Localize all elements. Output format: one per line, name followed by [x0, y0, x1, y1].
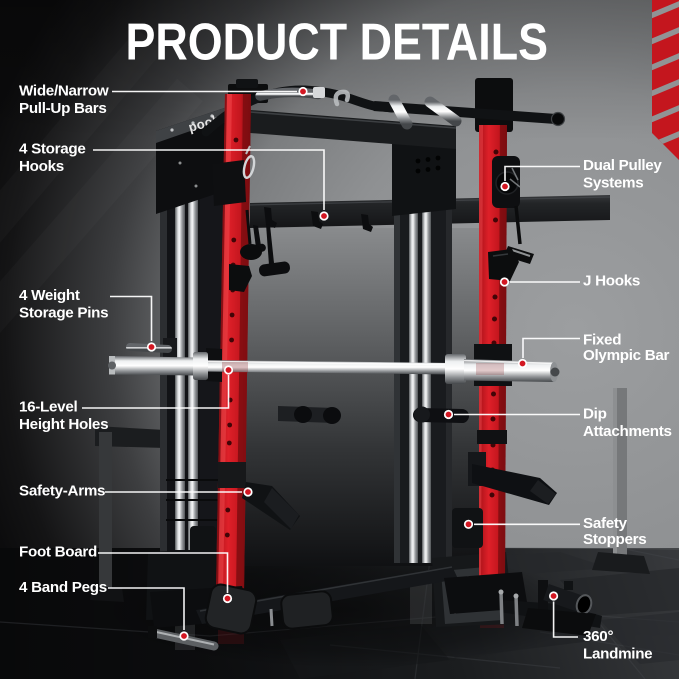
svg-text:Foot Board: Foot Board: [19, 543, 97, 560]
svg-text:PRODUCT DETAILS: PRODUCT DETAILS: [126, 14, 549, 72]
svg-text:Stoppers: Stoppers: [583, 531, 646, 548]
svg-text:Safety-Arms: Safety-Arms: [19, 482, 105, 499]
svg-text:Systems: Systems: [583, 174, 643, 191]
svg-text:16-Level: 16-Level: [19, 398, 77, 415]
svg-text:Dip: Dip: [583, 405, 607, 422]
svg-text:Storage Pins: Storage Pins: [19, 304, 108, 321]
svg-text:J Hooks: J Hooks: [583, 272, 640, 289]
svg-text:Olympic Bar: Olympic Bar: [583, 347, 670, 364]
svg-text:Safety: Safety: [583, 515, 628, 532]
svg-text:Dual Pulley: Dual Pulley: [583, 157, 662, 174]
svg-text:Landmine: Landmine: [583, 645, 652, 662]
svg-text:4 Band Pegs: 4 Band Pegs: [19, 579, 107, 596]
svg-text:Fixed: Fixed: [583, 332, 621, 349]
svg-text:Hooks: Hooks: [19, 158, 64, 175]
svg-text:360°: 360°: [583, 628, 613, 645]
svg-text:4 Storage: 4 Storage: [19, 140, 86, 157]
svg-text:Pull-Up Bars: Pull-Up Bars: [19, 100, 107, 117]
svg-text:Height Holes: Height Holes: [19, 416, 108, 433]
svg-text:Attachments: Attachments: [583, 423, 672, 440]
svg-text:4 Weight: 4 Weight: [19, 287, 80, 304]
svg-text:Wide/Narrow: Wide/Narrow: [19, 83, 109, 100]
